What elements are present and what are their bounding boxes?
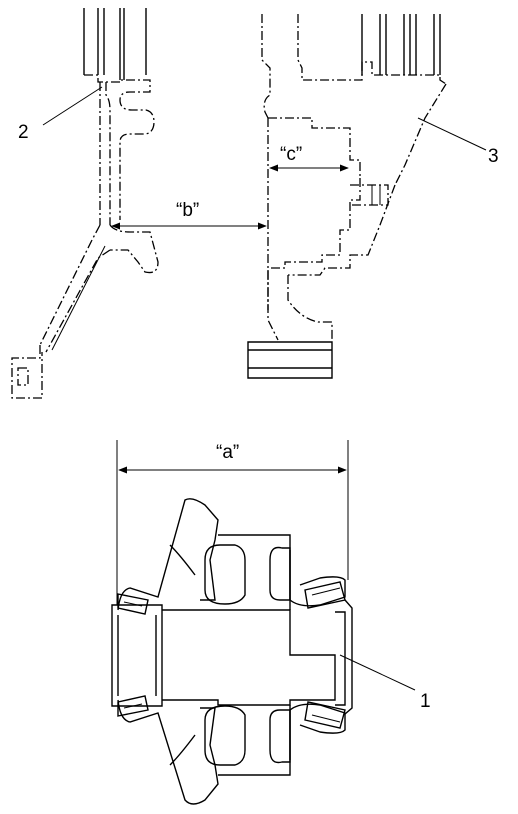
label-part-3: 3	[488, 146, 499, 167]
label-dim-a: “a”	[216, 442, 239, 463]
bearing-bottom-left	[117, 695, 149, 717]
dimension-a	[116, 440, 349, 605]
label-part-2: 2	[18, 122, 29, 143]
label-dim-c: “c”	[280, 144, 302, 165]
bearing-top-left	[117, 593, 149, 615]
wheel-rim-section	[11, 8, 159, 399]
spider-cross-part	[111, 498, 353, 805]
bearing-top-right	[304, 581, 346, 609]
leader-lines	[42, 86, 487, 691]
bearing-bottom-right	[304, 701, 346, 729]
housing-section	[247, 14, 447, 379]
label-part-1: 1	[420, 691, 431, 712]
label-dim-b: “b”	[176, 200, 199, 221]
